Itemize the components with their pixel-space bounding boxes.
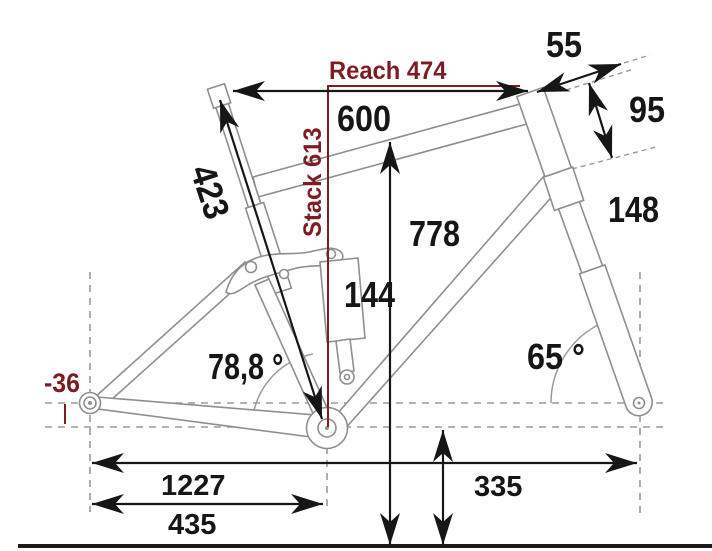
fork-lower-leg: [578, 263, 653, 417]
rear-axle-center: [88, 401, 92, 405]
label-chainstay: 435: [168, 509, 216, 541]
label-head-angle: 65 °: [527, 337, 585, 377]
label-seat-tube: 423: [182, 160, 237, 224]
label-stack: Stack 613: [299, 127, 327, 237]
stem-measure-line: [536, 62, 622, 94]
front-axle-center: [637, 401, 641, 405]
label-fork: 148: [608, 191, 659, 231]
seat-tube-measure-line: [218, 99, 324, 420]
label-reach: Reach 474: [329, 57, 447, 85]
stem-extension-ref-line: [623, 54, 651, 64]
label-head-tube: 95: [629, 90, 665, 130]
label-shock: 144: [344, 276, 395, 316]
head-tube: [515, 86, 573, 178]
head-tube-measure-line: [587, 82, 614, 159]
fork-stanchion: [557, 200, 604, 275]
shock-eye-center: [343, 373, 351, 381]
label-wheelbase: 1227: [161, 470, 226, 502]
seatpost-clamp: [206, 82, 232, 110]
label-standover: 778: [409, 215, 460, 255]
label-bb-height: 335: [474, 471, 522, 503]
label-top-tube: 600: [337, 99, 391, 139]
label-bb-drop: -36: [44, 369, 80, 398]
label-stem: 55: [546, 25, 582, 65]
head-tube-bottom-ref-line: [571, 146, 657, 170]
head-angle-arc: [550, 322, 603, 404]
shock-shaft: [335, 338, 355, 374]
label-seat-angle: 78,8 °: [208, 346, 284, 387]
fork-crown: [542, 166, 585, 212]
rocker-pivot-mid: [278, 268, 290, 280]
rocker-pivot-front: [244, 260, 258, 274]
